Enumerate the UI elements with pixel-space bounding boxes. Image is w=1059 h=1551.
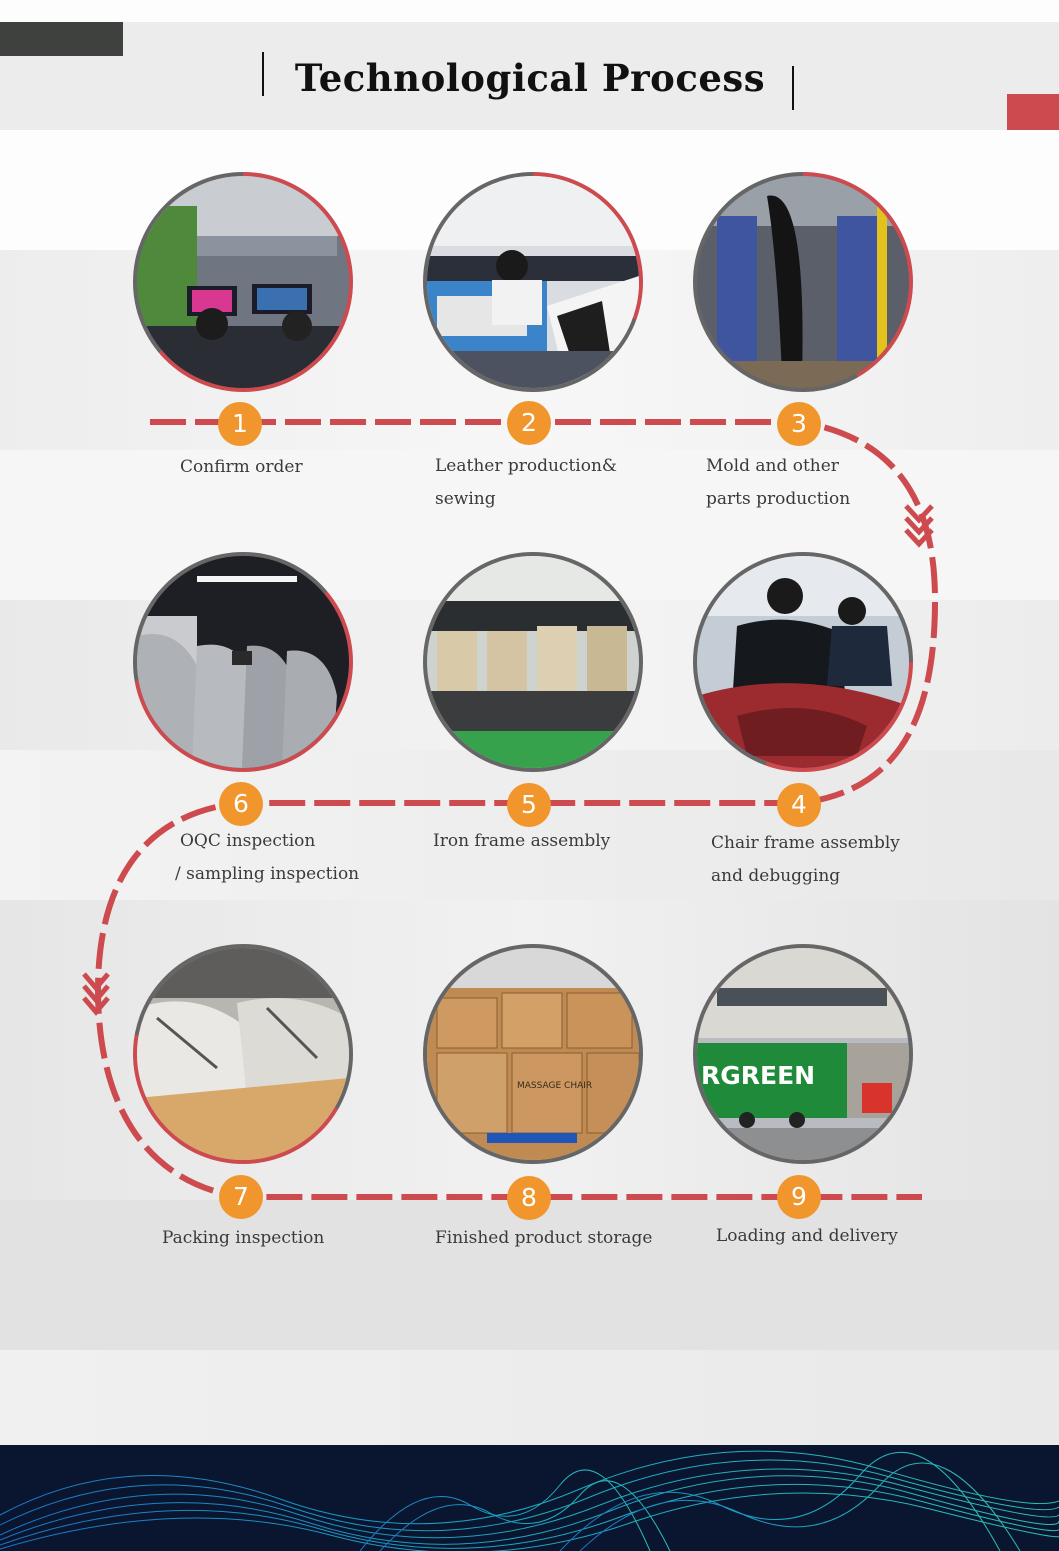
step-label-line: Leather production&	[435, 456, 618, 476]
step-label: Loading and delivery	[716, 1220, 898, 1253]
office-photo	[137, 176, 349, 388]
title-right-divider	[792, 66, 794, 110]
step-number-badge: 2	[507, 401, 551, 445]
header-red-accent	[1007, 94, 1059, 130]
background-band	[0, 1350, 1059, 1445]
header-dark-accent	[0, 22, 123, 56]
oqc-photo	[137, 556, 349, 768]
step-label: Finished product storage	[435, 1222, 652, 1255]
step-label: OQC inspection / sampling inspection	[175, 825, 359, 891]
step-label: Leather production& sewing	[435, 450, 617, 516]
step-label-line: Iron frame assembly	[433, 831, 611, 851]
delivery-photo: RGREEN	[697, 948, 909, 1160]
chair-assembly-photo	[697, 556, 909, 768]
packing-photo	[137, 948, 349, 1160]
step-label: Chair frame assembly and debugging	[711, 827, 900, 893]
header-bar	[0, 22, 1059, 130]
step-number-badge: 9	[777, 1175, 821, 1219]
step-number-badge: 1	[218, 402, 262, 446]
container-brand: RGREEN	[701, 1061, 815, 1090]
step-label: Mold and other parts production	[706, 450, 850, 516]
step-label-line: Mold and other	[706, 456, 839, 476]
step-number-badge: 4	[777, 783, 821, 827]
step-label-line: / sampling inspection	[175, 864, 360, 884]
step-label: Confirm order	[180, 451, 303, 484]
step-label-line: Packing inspection	[162, 1228, 325, 1248]
step-number-badge: 6	[219, 782, 263, 826]
step-label-line: Confirm order	[180, 457, 303, 477]
chevron-down-icon	[82, 972, 110, 1016]
step-label-line: sewing	[435, 489, 496, 509]
page-title: Technological Process	[294, 56, 766, 100]
step-label-line: Finished product storage	[435, 1228, 653, 1248]
step-label-line: OQC inspection	[180, 831, 316, 851]
mold-machine-photo	[697, 176, 909, 388]
step-label-line: parts production	[706, 489, 851, 509]
storage-photo: MASSAGE CHAIR	[427, 948, 639, 1160]
chevron-down-icon	[904, 504, 934, 548]
step-label: Iron frame assembly	[433, 825, 610, 858]
sewing-photo	[427, 176, 639, 388]
step-number-badge: 5	[507, 783, 551, 827]
background-band	[0, 1200, 1059, 1350]
footer-wave-banner	[0, 1445, 1059, 1551]
step-label: Packing inspection	[162, 1222, 324, 1255]
box-label: MASSAGE CHAIR	[517, 1081, 592, 1091]
wave-graphic	[0, 1450, 1059, 1551]
step-label-line: and debugging	[711, 866, 841, 886]
step-number-badge: 7	[219, 1175, 263, 1219]
step-label-line: Chair frame assembly	[711, 833, 900, 853]
iron-frame-photo	[427, 556, 639, 768]
step-number-badge: 8	[507, 1176, 551, 1220]
step-number-badge: 3	[777, 402, 821, 446]
step-label-line: Loading and delivery	[716, 1226, 898, 1246]
title-left-divider	[262, 52, 264, 96]
